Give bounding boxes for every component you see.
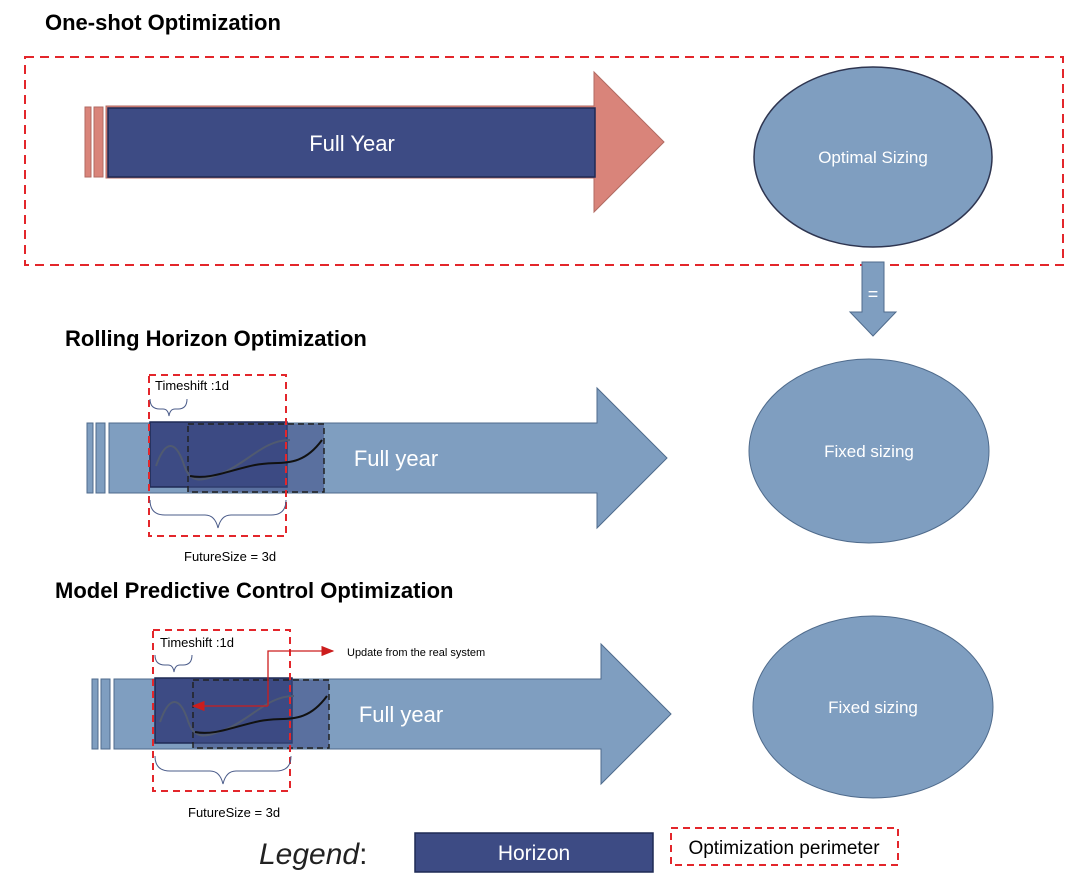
mpc-futuresize-brace [154,755,292,785]
rolling-optimization-perimeter [148,374,287,537]
mpc-timeshift-brace [154,654,193,673]
one-shot-tail-bar-2 [93,106,104,178]
rolling-timeshift-brace [149,398,188,417]
mpc-fixed-sizing-ellipse [752,615,994,799]
legend-horizon-swatch [414,832,654,873]
one-shot-optimization-perimeter [24,56,1064,266]
rolling-futuresize-brace [149,499,287,529]
optimal-sizing-label: Optimal Sizing [818,148,928,167]
legend-word: Legend: [259,838,367,871]
mpc-tail-bar-1 [91,678,99,750]
mpc-update-out-arrow [267,645,335,706]
legend-perimeter-label: Optimization perimeter [688,838,880,859]
mpc-arrow-label: Full year [359,702,443,727]
optimal-sizing-ellipse [753,66,993,248]
one-shot-tail-bar-1 [84,106,92,178]
equals-down-arrow [848,261,898,337]
legend-horizon-label: Horizon [498,842,570,865]
legend-perimeter-swatch [670,827,899,866]
one-shot-horizon-box [107,107,596,178]
rolling-futuresize-label: FutureSize = 3d [184,549,276,564]
rolling-timeshift-label: Timeshift :1d [155,378,229,393]
rolling-fixed-sizing-ellipse [748,358,990,544]
mpc-update-label: Update from the real system [347,647,485,659]
rolling-fixed-sizing-label: Fixed sizing [824,442,914,461]
rolling-horizon-title: Rolling Horizon Optimization [65,326,367,351]
mpc-optimization-perimeter [152,629,291,792]
mpc-title: Model Predictive Control Optimization [55,578,453,603]
mpc-timeshift-label: Timeshift :1d [160,635,234,650]
rolling-forecast-curve-1 [155,439,291,481]
rolling-tail-bar-2 [95,422,106,494]
mpc-forecast-curve-2 [194,695,328,734]
one-shot-title: One-shot Optimization [45,10,281,35]
equals-label: = [868,284,879,304]
one-shot-horizon-label: Full Year [309,131,395,156]
rolling-tail-bar-1 [86,422,94,494]
rolling-forecast-curve-2 [189,439,323,478]
mpc-tail-bar-2 [100,678,111,750]
mpc-fixed-sizing-label: Fixed sizing [828,698,918,717]
rolling-arrow-label: Full year [354,446,438,471]
mpc-futuresize-label: FutureSize = 3d [188,805,280,820]
